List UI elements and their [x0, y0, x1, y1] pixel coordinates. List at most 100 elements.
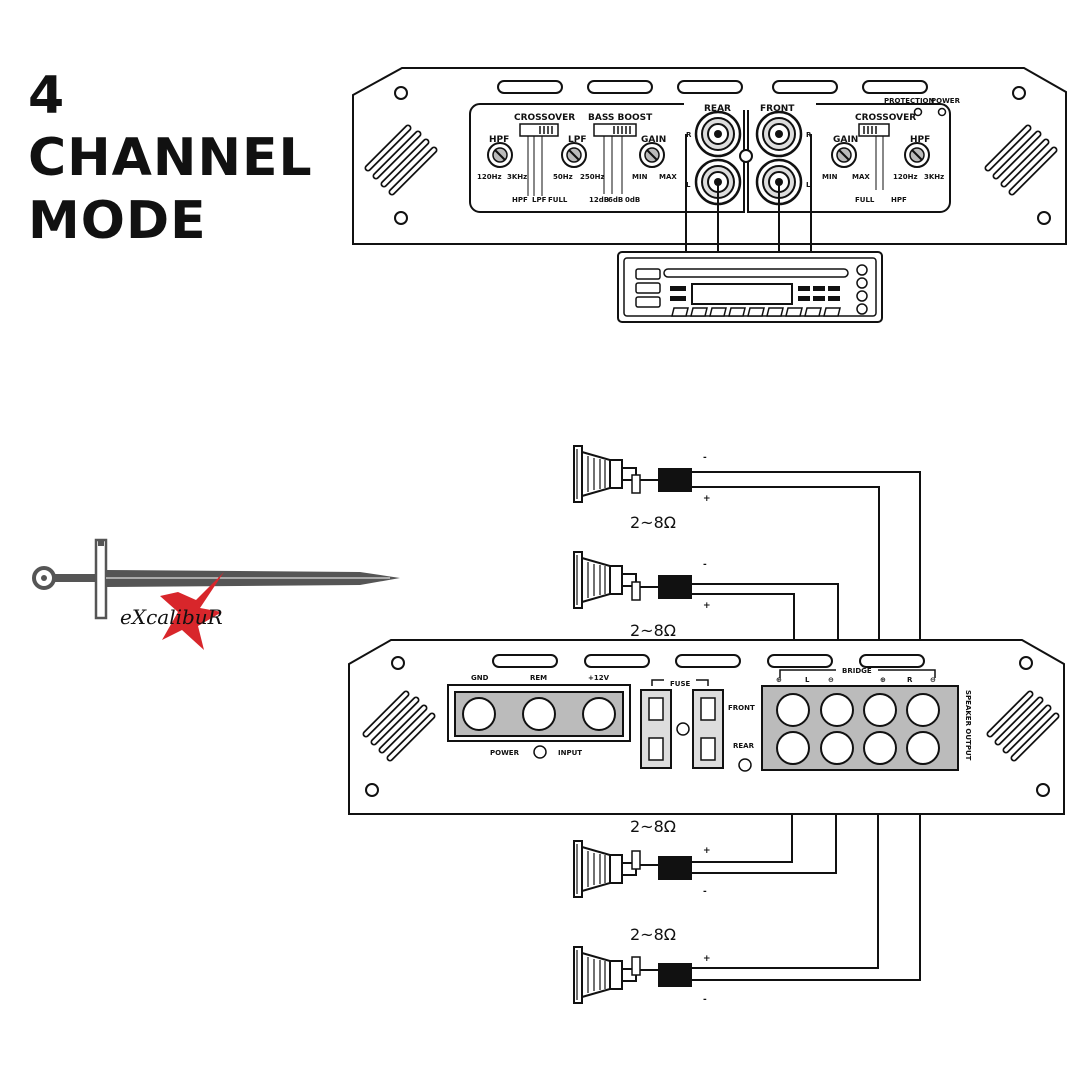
bridge-label: BRIDGE [842, 667, 872, 675]
speaker-2-top-sign: - [703, 560, 707, 570]
speaker-1-terminal [658, 468, 692, 492]
crossover-label: CROSSOVER [514, 113, 575, 123]
plus-l: ⊕ [776, 676, 782, 684]
hpf-label-front: HPF [910, 135, 930, 145]
hpf-label: HPF [489, 135, 509, 145]
hpf-knob[interactable] [487, 142, 513, 168]
protection-led [913, 107, 923, 117]
front-right-plus-terminal[interactable] [863, 693, 897, 727]
speaker-1-bottom-sign: + [703, 494, 711, 504]
power-label: POWER [931, 97, 961, 105]
speaker-4-top-sign: + [703, 954, 711, 964]
rca-rear-right[interactable] [694, 110, 742, 158]
v12-label: +12V [588, 674, 610, 682]
logo-accent-mark [160, 572, 224, 650]
speaker-2-icon [573, 551, 637, 609]
boost-12db-label: 12dB [589, 196, 609, 204]
rear-left-plus-terminal[interactable] [776, 731, 810, 765]
front-l-label: L [806, 181, 811, 189]
rear-l-label: L [686, 181, 691, 189]
speaker-2: 2~8Ω - + [573, 551, 711, 640]
title-line-2: CHANNEL [28, 128, 313, 188]
speaker-4-icon [573, 946, 637, 1004]
plus-r: ⊕ [880, 676, 886, 684]
speaker-4: 2~8Ω + - [573, 925, 711, 1005]
speaker-output-label: SPEAKER OUTPUT [964, 690, 972, 761]
v12-terminal[interactable] [582, 697, 616, 731]
rear-left-minus-terminal[interactable] [820, 731, 854, 765]
speaker-4-impedance: 2~8Ω [630, 925, 676, 944]
front-r-label: R [806, 131, 812, 139]
lpf-label: LPF [568, 135, 586, 145]
rem-label: REM [530, 674, 547, 682]
bass-boost-label: BASS BOOST [588, 113, 653, 123]
input-label: INPUT [558, 749, 582, 757]
gain-knob-rear[interactable] [639, 142, 665, 168]
switch-full-label: FULL [548, 196, 568, 204]
rca-front-right[interactable] [755, 110, 803, 158]
hpf-knob-front[interactable] [904, 142, 930, 168]
rear-label: REAR [704, 104, 731, 114]
switch-hpf-label-front: HPF [891, 196, 907, 204]
lpf-max-label: 250Hz [580, 173, 605, 181]
minus-r: ⊖ [930, 676, 936, 684]
switch-full-label-front: FULL [855, 196, 875, 204]
hpf-min-label: 120Hz [477, 173, 502, 181]
gnd-terminal[interactable] [462, 697, 496, 731]
rear-r-label: R [686, 131, 692, 139]
hpf-max-label-front: 3KHz [924, 173, 944, 181]
front-left-minus-terminal[interactable] [820, 693, 854, 727]
front-label: FRONT [760, 104, 795, 114]
gain-min-label-front: MIN [822, 173, 838, 181]
speaker-3-terminal [658, 856, 692, 880]
lpf-knob[interactable] [561, 142, 587, 168]
front-label-bottom: FRONT [728, 704, 755, 712]
gain-min-label-rear: MIN [632, 173, 648, 181]
speaker-1-impedance: 2~8Ω [630, 513, 676, 532]
gain-label-rear: GAIN [641, 135, 666, 145]
rem-terminal[interactable] [522, 697, 556, 731]
power-input-led [533, 745, 547, 759]
top-amplifier: CROSSOVER HPF 120Hz 3KHz HPF LPF FULL LP… [352, 67, 1067, 245]
crossover-switch-front[interactable] [858, 123, 890, 137]
speaker-2-terminal [658, 575, 692, 599]
gain-max-label-rear: MAX [659, 173, 677, 181]
speaker-1-top-sign: - [703, 453, 707, 463]
rear-label-bottom: REAR [733, 742, 755, 750]
speaker-3-icon [573, 840, 637, 898]
speaker-1-icon [573, 445, 637, 503]
power-led [937, 107, 947, 117]
switch-hpf-label: HPF [512, 196, 528, 204]
speaker-3-top-sign: + [703, 846, 711, 856]
speaker-2-impedance: 2~8Ω [630, 621, 676, 640]
logo-text: eXcalibuR [120, 605, 223, 629]
speaker-3-impedance: 2~8Ω [630, 817, 676, 836]
protection-label: PROTECTION [884, 97, 934, 105]
fuse-label: FUSE [670, 680, 691, 688]
gain-knob-front[interactable] [831, 142, 857, 168]
speaker-3-bottom-sign: - [703, 887, 707, 897]
front-right-minus-terminal[interactable] [906, 693, 940, 727]
gain-max-label-front: MAX [852, 173, 870, 181]
title-line-3: MODE [28, 191, 207, 251]
lpf-min-label: 50Hz [553, 173, 573, 181]
speaker-4-terminal [658, 963, 692, 987]
boost-0db-label: 0dB [625, 196, 640, 204]
l-label-bottom: L [805, 676, 810, 684]
speaker-1: 2~8Ω - + [573, 445, 711, 532]
front-left-plus-terminal[interactable] [776, 693, 810, 727]
crossover-label-front: CROSSOVER [855, 113, 916, 123]
gnd-label: GND [471, 674, 489, 682]
excalibur-logo: eXcalibuR [32, 538, 400, 650]
head-unit [617, 251, 883, 323]
switch-lpf-label: LPF [532, 196, 547, 204]
rear-right-minus-terminal[interactable] [906, 731, 940, 765]
rca-cables [685, 134, 812, 252]
boost-6db-label: 6dB [608, 196, 623, 204]
r-label-bottom: R [907, 676, 913, 684]
gain-label-front: GAIN [833, 135, 858, 145]
speaker-2-bottom-sign: + [703, 601, 711, 611]
rear-right-plus-terminal[interactable] [863, 731, 897, 765]
minus-l: ⊖ [828, 676, 834, 684]
